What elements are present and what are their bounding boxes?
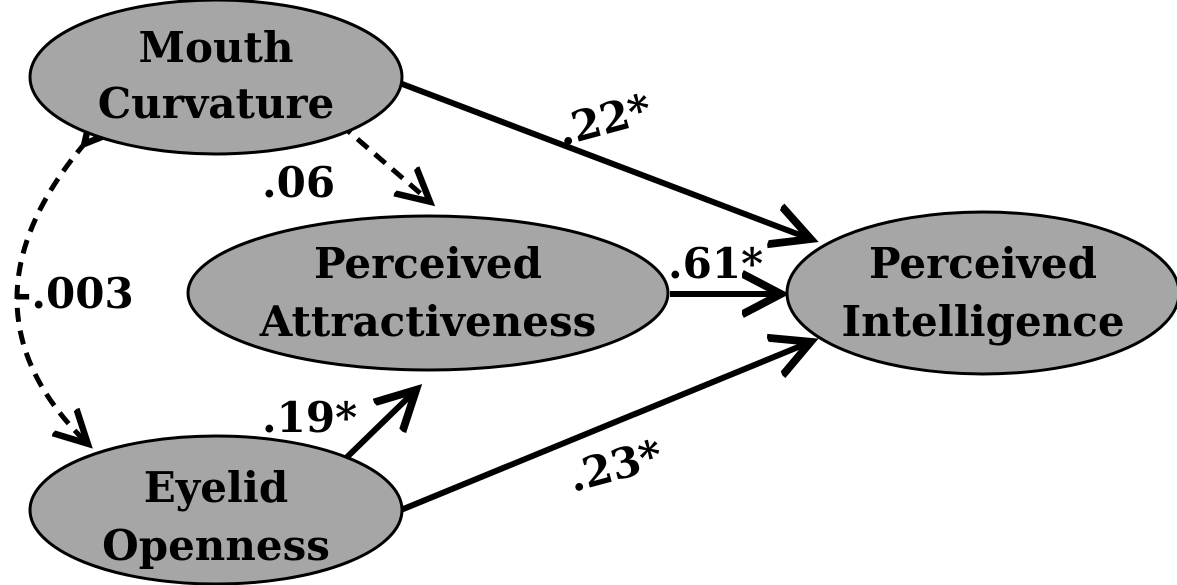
node-intelligence-line1: Perceived <box>869 239 1097 288</box>
node-mouth-curvature: Mouth Curvature <box>28 0 404 156</box>
label-eyelid-to-intelligence: .23* <box>563 430 668 502</box>
node-mouth-line2: Curvature <box>98 79 335 128</box>
edge-eyelid-to-intelligence <box>394 343 808 515</box>
label-eyelid-to-attractiveness: .19* <box>262 393 357 442</box>
edge-mouth-eyelid-covariance <box>14 142 86 442</box>
node-perceived-intelligence: Perceived Intelligence <box>785 210 1177 376</box>
node-eyelid-line2: Openness <box>102 521 330 570</box>
node-eyelid-openness: Eyelid Openness <box>28 434 404 585</box>
node-attractiveness-line2: Attractiveness <box>259 297 597 346</box>
node-attractiveness-line1: Perceived <box>314 239 542 288</box>
node-mouth-line1: Mouth <box>139 23 294 72</box>
edge-eyelid-to-attractiveness <box>339 392 414 465</box>
node-eyelid-line1: Eyelid <box>144 463 288 512</box>
edge-mouth-to-attractiveness <box>338 122 428 200</box>
label-mouth-to-attractiveness: .06 <box>262 158 335 207</box>
node-perceived-attractiveness: Perceived Attractiveness <box>186 214 670 372</box>
edge-mouth-to-intelligence <box>395 79 808 238</box>
label-attractiveness-to-intelligence: .61* <box>668 239 763 288</box>
label-mouth-eyelid-covariance: -.003 <box>14 269 134 318</box>
label-mouth-to-intelligence: .22* <box>552 84 657 156</box>
node-intelligence-line2: Intelligence <box>841 297 1124 346</box>
